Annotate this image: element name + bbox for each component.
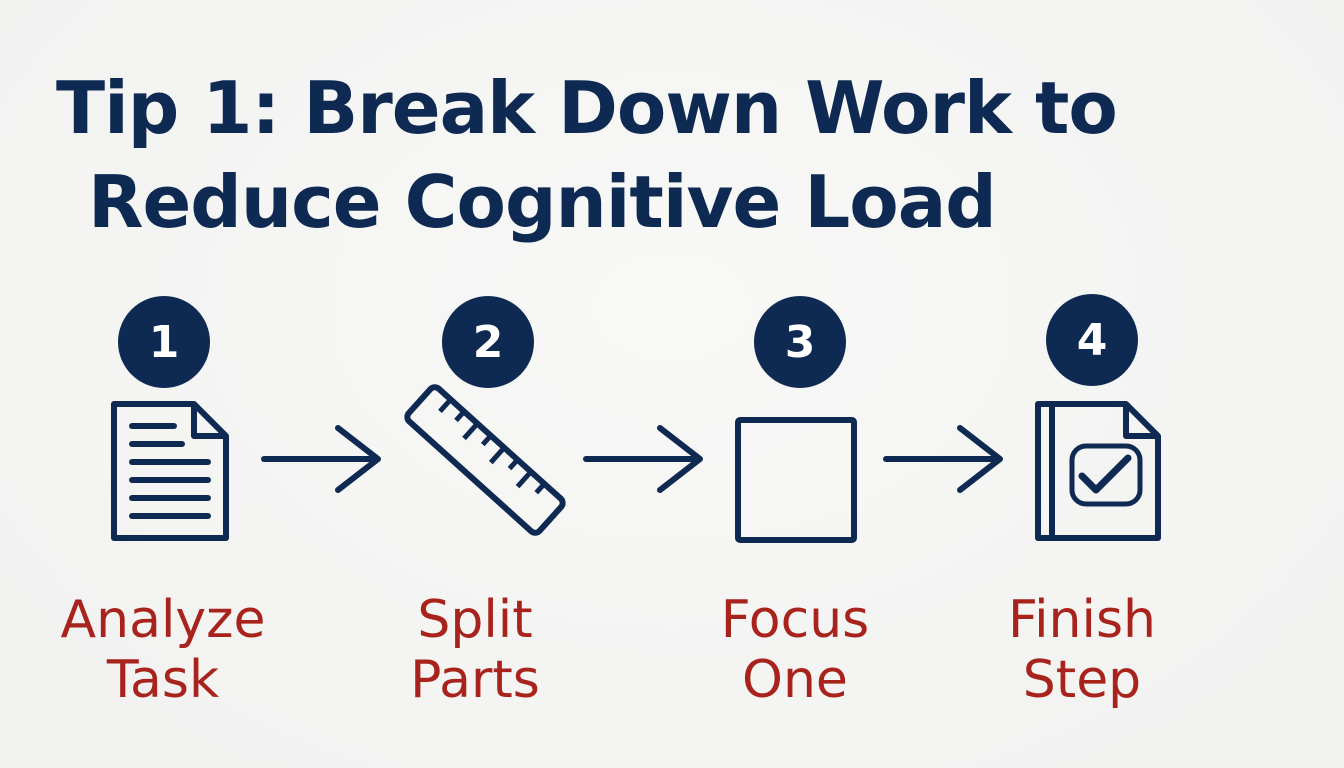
title-line-1: Tip 1: Break Down Work to: [56, 66, 1118, 150]
step-1-label: Analyze Task: [23, 590, 303, 710]
ruler-icon: [404, 384, 566, 536]
step-4-label: Finish Step: [942, 590, 1222, 710]
step-4-label-line-1: Finish: [1007, 590, 1157, 650]
step-1-label-line-2: Task: [106, 650, 220, 710]
checked-document-icon: [1035, 401, 1161, 541]
step-2-label-line-1: Split: [417, 590, 533, 650]
square-icon: [735, 417, 857, 543]
title-line-2: Reduce Cognitive Load: [88, 160, 997, 244]
step-4-label-line-2: Step: [1022, 650, 1142, 710]
right-arrow-icon: [261, 425, 381, 493]
step-1-badge: 1: [118, 296, 210, 388]
step-3-label-line-2: One: [742, 650, 848, 710]
step-1-label-line-1: Analyze: [60, 590, 266, 650]
step-3-label: Focus One: [655, 590, 935, 710]
step-3-label-line-1: Focus: [720, 590, 870, 650]
right-arrow-icon: [583, 425, 703, 493]
right-arrow-icon: [883, 425, 1003, 493]
document-icon: [111, 401, 229, 541]
step-2-label: Split Parts: [335, 590, 615, 710]
step-2-badge: 2: [442, 296, 534, 388]
step-3-badge: 3: [754, 296, 846, 388]
step-4-badge: 4: [1046, 294, 1138, 386]
step-2-label-line-2: Parts: [410, 650, 540, 710]
